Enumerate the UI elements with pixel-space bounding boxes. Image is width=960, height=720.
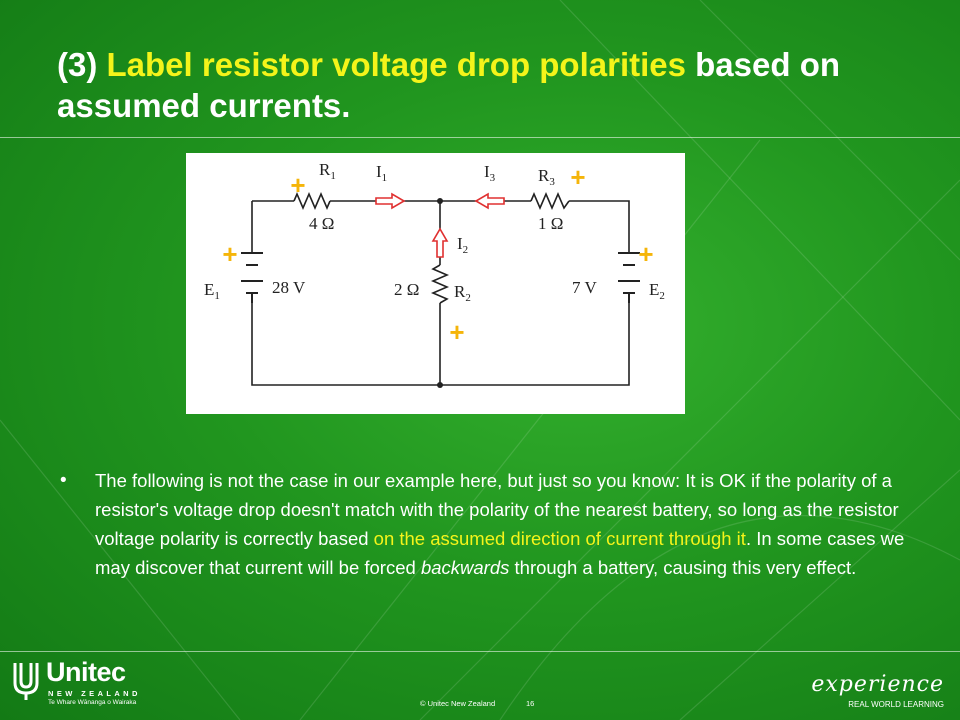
title-divider xyxy=(0,137,960,138)
label-r2: R2 xyxy=(454,282,471,304)
logo-subtitle: NEW ZEALAND xyxy=(48,689,141,698)
plus-e1: + xyxy=(222,239,237,269)
plus-r2: + xyxy=(449,317,464,347)
copyright-text: © Unitec New Zealand xyxy=(420,699,496,708)
bullet-highlight: on the assumed direction of current thro… xyxy=(373,528,746,549)
label-i1: I1 xyxy=(376,162,387,184)
title-suffix: based on assumed currents. xyxy=(57,46,841,124)
junction-top xyxy=(437,198,443,204)
circuit-diagram: R1 4 Ω I1 I3 R3 1 Ω I2 2 Ω R2 E1 28 V 7 … xyxy=(186,153,685,414)
label-i2: I2 xyxy=(457,234,468,256)
label-i3: I3 xyxy=(484,162,496,184)
slide-title: (3) Label resistor voltage drop polariti… xyxy=(57,44,927,126)
logo-name: Unitec xyxy=(46,657,126,687)
title-prefix: (3) xyxy=(57,46,107,83)
label-r2-value: 2 Ω xyxy=(394,280,419,299)
label-r1-value: 4 Ω xyxy=(309,214,334,233)
bullet-part2: . In some cases we may discover that cur… xyxy=(95,528,905,578)
label-e1-value: 28 V xyxy=(272,278,306,297)
plus-e2: + xyxy=(638,239,653,269)
bullet-text: The following is not the case in our exa… xyxy=(95,466,920,582)
brand-tagline: REAL WORLD LEARNING xyxy=(848,700,944,709)
label-r3-value: 1 Ω xyxy=(538,214,563,233)
footer-divider xyxy=(0,651,960,652)
arrow-i3-icon xyxy=(475,193,505,209)
brand-word: experience xyxy=(811,672,944,697)
plus-r3: + xyxy=(570,162,585,192)
page-number: 16 xyxy=(526,699,535,708)
battery-e2-symbol xyxy=(618,252,640,303)
unitec-mark-icon xyxy=(13,663,39,700)
bullet-part3: through a battery, causing this very eff… xyxy=(509,557,857,578)
arrow-i2-icon xyxy=(432,228,448,258)
label-r3: R3 xyxy=(538,166,555,188)
bullet-item: • The following is not the case in our e… xyxy=(60,466,920,582)
label-r1: R1 xyxy=(319,160,336,182)
battery-e1-symbol xyxy=(241,252,263,303)
plus-r1: + xyxy=(290,170,305,200)
label-e2: E2 xyxy=(649,280,665,302)
arrow-i1-icon xyxy=(375,193,405,209)
logo-maori-name: Te Whare Wānanga o Wairaka xyxy=(48,699,137,706)
junction-bottom xyxy=(437,382,443,388)
bullet-dot: • xyxy=(60,470,67,491)
title-highlight: Label resistor voltage drop polarities xyxy=(106,46,686,83)
unitec-logo: Unitec NEW ZEALAND Te Whare Wānanga o Wa… xyxy=(12,657,142,711)
label-e2-value: 7 V xyxy=(572,278,597,297)
experience-brand: experience REAL WORLD LEARNING xyxy=(811,672,952,712)
bullet-part1: The following is not the case in our exa… xyxy=(95,470,899,549)
circuit-schematic: R1 4 Ω I1 I3 R3 1 Ω I2 2 Ω R2 E1 28 V 7 … xyxy=(204,160,665,388)
label-e1: E1 xyxy=(204,280,220,302)
bullet-emphasis: backwards xyxy=(420,557,510,578)
